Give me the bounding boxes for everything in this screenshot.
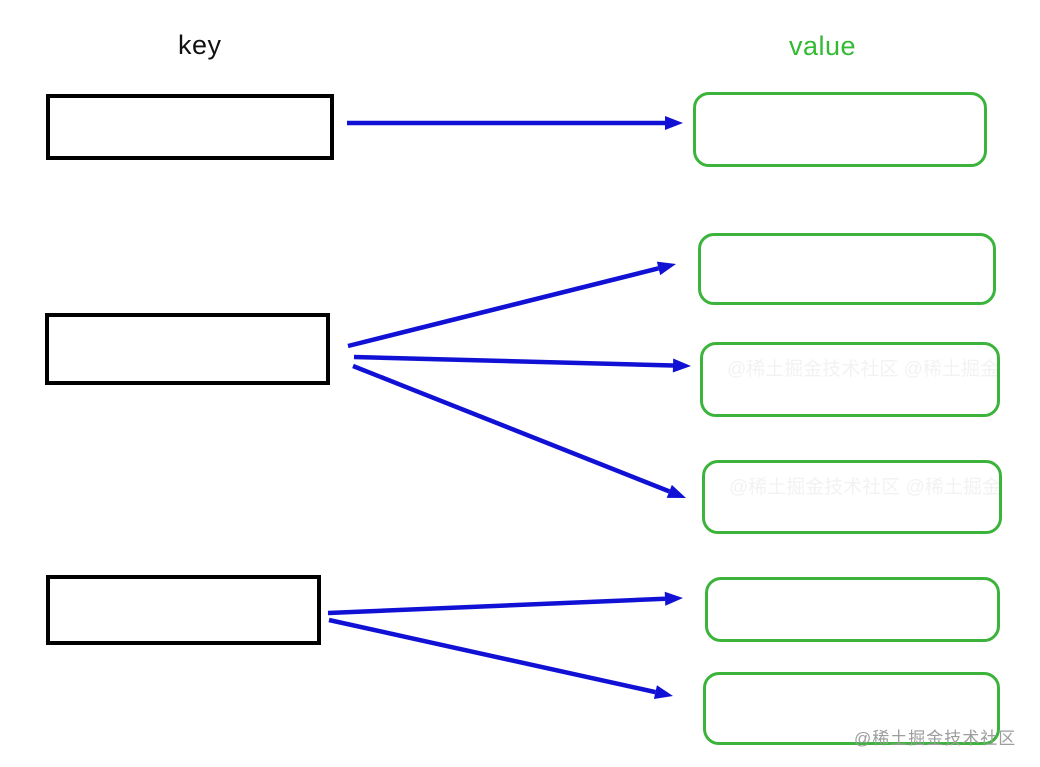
value-5-box [705,577,1000,642]
arrow-key-2-to-value-3 [353,354,691,373]
value-6-box [703,672,1000,745]
value-1-box [693,92,987,167]
key-1-box [46,94,334,160]
key-column-label: key [178,30,222,60]
watermark: @稀土掘金技术社区 [854,729,1017,748]
key-3-box [46,575,321,645]
faint-inner-watermark: @稀土掘金技术社区 @稀土掘金技术社区 @稀土掘金技术社区 [727,359,999,380]
arrow-key-1-to-value-1 [347,116,683,130]
arrow-key-2-to-value-2 [347,261,676,349]
value-4-box: @稀土掘金技术社区 @稀土掘金技术社区 @稀土掘金技术社区 [702,460,1002,534]
key-2-box [45,313,330,385]
arrow-key-3-to-value-6 [328,617,673,699]
value-2-box [698,233,996,305]
arrow-key-2-to-value-4 [352,363,686,498]
arrow-key-3-to-value-5 [327,591,683,616]
value-3-box: @稀土掘金技术社区 @稀土掘金技术社区 @稀土掘金技术社区 [700,342,1000,417]
value-column-label: value [789,31,857,61]
faint-inner-watermark: @稀土掘金技术社区 @稀土掘金技术社区 @稀土掘金技术社区 [729,477,1001,498]
